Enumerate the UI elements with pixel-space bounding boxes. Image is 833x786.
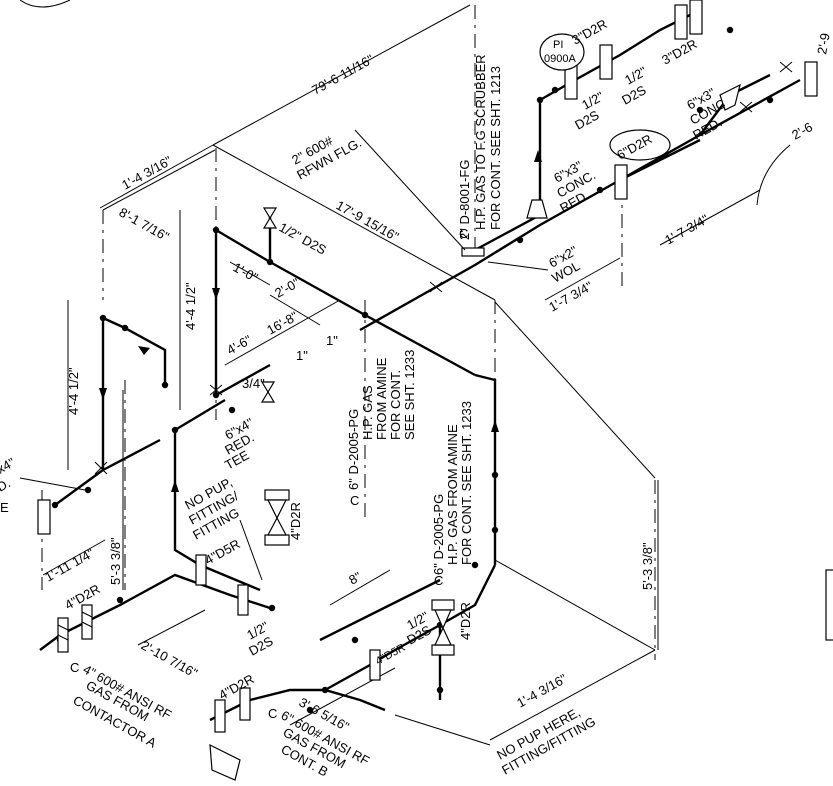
dimension-lines — [42, 4, 761, 741]
d2s-half-b2: D2S — [619, 82, 649, 108]
pi-tag: 0900A — [544, 53, 576, 65]
line-8001-c: FOR CONT. SEE SHT. 1213 — [488, 66, 503, 230]
dim-one-zero: 1'-0" — [231, 260, 261, 286]
dim-sixteen-eight: 16'-8" — [264, 308, 301, 337]
d2s-half-b: 1/2" — [622, 63, 649, 87]
line-2005-a4: FOR CONT. — [388, 370, 403, 440]
left-edge-b: D. — [0, 475, 13, 494]
dim-left-run: 8'-1 7/16" — [117, 205, 173, 245]
d2r-3-a: 3"D2R — [569, 16, 609, 47]
partial-item-right-edge — [825, 569, 833, 641]
line-2005-b2: H.P. GAS FROM AMINE — [445, 424, 460, 565]
pi-label: PI — [553, 39, 563, 51]
dim-one-eleven: 1'-11 1/4" — [42, 545, 97, 584]
dim-four-six: 4'-6" — [224, 332, 254, 358]
line-2005-a3: FROM AMINE — [374, 357, 389, 440]
line-8001-b: H.P. GAS TO F.G SCRUBBER — [473, 54, 488, 230]
partial-arc-top — [19, 0, 71, 8]
cl-d: C — [70, 660, 79, 675]
d2s-half-a2: D2S — [572, 107, 602, 133]
dim-one-seven-a: 1'-7 3/4" — [546, 278, 595, 314]
left-edge-c: E — [0, 500, 9, 515]
dim-five-three-left: 5'-3 3/8" — [108, 537, 123, 585]
dim-one-seven-b: 1'-7 3/4" — [662, 211, 711, 247]
line-2005-a: 6" D-2005-PG — [346, 409, 361, 490]
break-marks — [94, 61, 793, 475]
annotation-texts: 2" 600# RFWN FLG. 1/2" D2S 6"x4" RED. TE… — [0, 16, 728, 779]
dim-one-four-bottom: 1'-4 3/16" — [514, 671, 570, 711]
dim-top-long: 79'-6 11/16" — [309, 51, 376, 97]
d2s-top-label: 1/2" D2S — [277, 220, 330, 258]
line-2005-a2: H.P. GAS — [360, 385, 375, 440]
dim-one-in-b: 1" — [326, 333, 338, 348]
dim-two-six: 2'-6 — [789, 119, 815, 142]
partial-valve-bottom — [209, 743, 241, 781]
line-8001: 2" D-8001-FG — [457, 160, 472, 240]
cl-a: C — [350, 493, 359, 508]
valve-symbols — [37, 0, 818, 733]
d5r-4-a: 4"D5R — [202, 536, 242, 567]
partial-arc-right — [756, 144, 791, 206]
line-2005-b3: FOR CONT. SEE SHT. 1233 — [459, 401, 474, 565]
dim-mid-run: 17'-9 15/16" — [334, 198, 402, 245]
d5r-4-b: 4"D5R — [374, 642, 408, 668]
d2r-3-b: 3"D2R — [659, 36, 699, 67]
dim-two-nine: 2'-9 — [814, 32, 832, 56]
dim-one-in-a: 1" — [296, 348, 308, 363]
cl-b: C — [434, 573, 443, 588]
cl-e: C — [268, 706, 277, 721]
cl-c: C — [459, 226, 468, 241]
dim-vert-left: 4'-4 1/2" — [183, 282, 198, 330]
dimension-texts: 79'-6 11/16" 1'-4 3/16" 17'-9 15/16" 8'-… — [42, 32, 832, 734]
dim-eight: 8" — [346, 569, 364, 588]
d2r-4-a: 4"D2R — [288, 502, 303, 540]
dim-vert-far-left: 4'-4 1/2" — [66, 367, 81, 415]
left-edge-a: x4" — [0, 454, 18, 476]
line-2005-a5: SEE SHT. 1233 — [402, 350, 417, 440]
weld-points — [51, 26, 774, 714]
dim-two-ten: 2'-10 7/16" — [139, 638, 201, 681]
line-2005-b: 6" D-2005-PG — [431, 494, 446, 575]
dim-five-three-right: 5'-3 3/8" — [640, 542, 655, 590]
d2r-4-right: 4"D2R — [458, 602, 473, 640]
dim-three-quarter: 3/4" — [242, 376, 265, 391]
